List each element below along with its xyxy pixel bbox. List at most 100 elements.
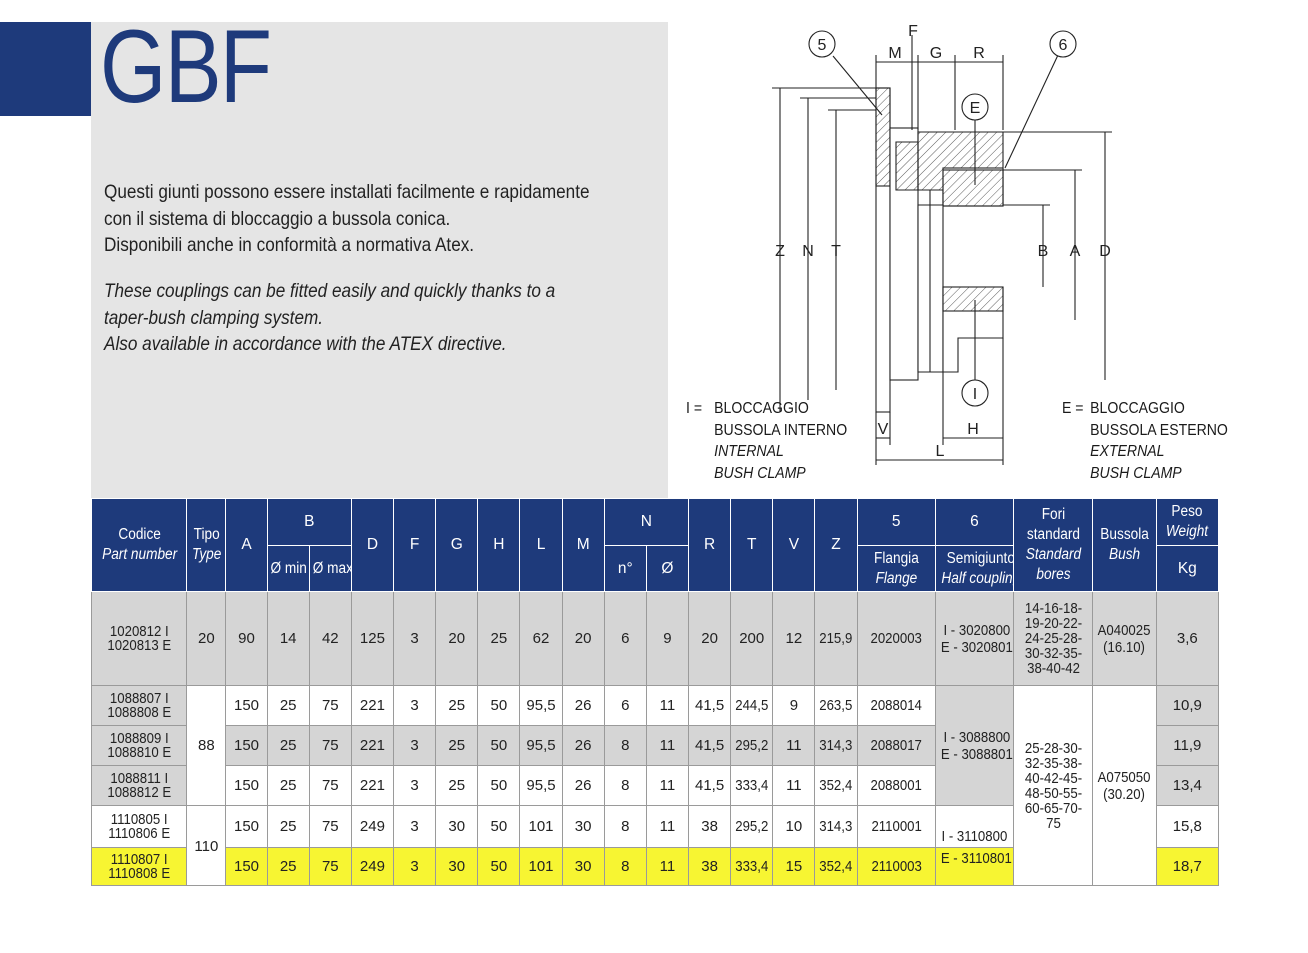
col-header-5: 5: [856, 498, 936, 546]
cell-h: 25: [477, 591, 521, 686]
cell-d: 221: [350, 765, 395, 806]
cell-n-dia: 11: [645, 765, 690, 806]
legend-line: BLOCCAGGIO: [714, 400, 809, 417]
cell-z: 314,3: [814, 805, 858, 848]
cell-flangia: 2088014: [856, 685, 936, 726]
cell-b-min: 25: [266, 685, 310, 726]
col-header-d: D: [350, 498, 395, 592]
cell-bussola: A075050(30.20): [1092, 685, 1157, 886]
legend-internal: I =BLOCCAGGIO BUSSOLA INTERNO INTERNAL B…: [686, 398, 847, 484]
cell-b-min: 25: [266, 765, 310, 806]
callout-6-label: 6: [1059, 37, 1068, 54]
cell-l: 101: [519, 805, 563, 848]
col-header-m: M: [561, 498, 605, 592]
description-italian: Questi giunti possono essere installati …: [104, 179, 590, 259]
cell-h: 50: [477, 685, 521, 726]
cell-flangia: 2088001: [856, 765, 936, 806]
cell-b-min: 25: [266, 725, 310, 766]
cell-m: 26: [561, 685, 605, 726]
cell-n-dia: 11: [645, 847, 690, 886]
callout-5-label: 5: [818, 37, 827, 54]
brand-block: [0, 22, 91, 116]
cell-a: 150: [225, 685, 268, 726]
cell-h: 50: [477, 725, 521, 766]
cell-n-dia: 11: [645, 685, 690, 726]
cell-h: 50: [477, 847, 521, 886]
cell-b-max: 75: [308, 847, 352, 886]
cell-peso: 18,7: [1155, 847, 1220, 886]
cell-peso: 15,8: [1155, 805, 1220, 848]
cell-n-count: 8: [603, 765, 647, 806]
col-header-v: V: [772, 498, 816, 592]
cell-peso: 10,9: [1155, 685, 1220, 726]
col-header-g: G: [435, 498, 479, 592]
cell-n-count: 6: [603, 685, 647, 726]
legend-line: BUSSOLA ESTERNO: [1090, 421, 1228, 439]
desc-en-line: taper-bush clamping system.: [104, 306, 324, 329]
cell-v: 11: [772, 725, 816, 766]
legend-external: E =BLOCCAGGIO BUSSOLA ESTERNO EXTERNAL B…: [1062, 398, 1228, 484]
cell-tipo: 110: [186, 805, 227, 886]
cell-b-min: 14: [266, 591, 310, 686]
cell-flangia: 2110003: [856, 847, 936, 886]
cell-g: 20: [435, 591, 479, 686]
description-panel: [91, 22, 668, 498]
desc-en-line: These couplings can be fitted easily and…: [104, 280, 556, 302]
cell-n-dia: 11: [645, 805, 690, 848]
cell-m: 26: [561, 725, 605, 766]
cell-v: 12: [772, 591, 816, 686]
cell-peso: 3,6: [1155, 591, 1220, 686]
cell-r: 38: [688, 847, 732, 886]
cell-r: 20: [688, 591, 732, 686]
cell-bussola: A040025(16.10): [1092, 591, 1157, 686]
col-header-n-dia: Ø: [645, 545, 690, 592]
callout-i: [961, 379, 989, 407]
cell-n-dia: 9: [645, 591, 690, 686]
col-header-h: H: [477, 498, 521, 592]
callout-6: [1049, 30, 1077, 58]
legend-key: I =: [686, 400, 703, 417]
cell-d: 221: [350, 725, 395, 766]
cell-r: 41,5: [688, 765, 732, 806]
cell-m: 30: [561, 847, 605, 886]
cell-m: 30: [561, 805, 605, 848]
cell-f: 3: [393, 685, 437, 726]
cell-fori: 25-28-30-32-35-38-40-42-45-48-50-55-60-6…: [1013, 685, 1094, 886]
dim-h-label: H: [967, 421, 979, 438]
col-header-b: B: [266, 498, 352, 546]
col-header-b-max: Ø max: [308, 545, 352, 592]
dim-v-label: V: [878, 421, 889, 438]
coupling-technical-drawing: 5 6 E I F M G R Z N T B A D V H L: [772, 23, 1112, 465]
col-header-r: R: [688, 498, 732, 592]
cell-peso: 13,4: [1155, 765, 1220, 806]
dim-f-label: F: [908, 23, 918, 40]
dim-d-label: D: [1099, 243, 1111, 260]
dim-g-label: G: [930, 45, 942, 62]
cell-peso: 11,9: [1155, 725, 1220, 766]
col-header-n-count: n°: [603, 545, 647, 592]
cell-z: 314,3: [814, 725, 858, 766]
cell-g: 30: [435, 847, 479, 886]
cell-semigiunto: I - 3110800: [934, 805, 1015, 848]
cell-b-max: 75: [308, 725, 352, 766]
cell-t: 333,4: [730, 847, 774, 886]
callout-e: [961, 93, 989, 121]
cell-t: 244,5: [730, 685, 774, 726]
cell-f: 3: [393, 725, 437, 766]
cell-a: 90: [225, 591, 268, 686]
legend-line: BLOCCAGGIO: [1090, 400, 1185, 417]
cell-r: 41,5: [688, 725, 732, 766]
cell-l: 101: [519, 847, 563, 886]
col-header-b-min: Ø min: [266, 545, 310, 592]
